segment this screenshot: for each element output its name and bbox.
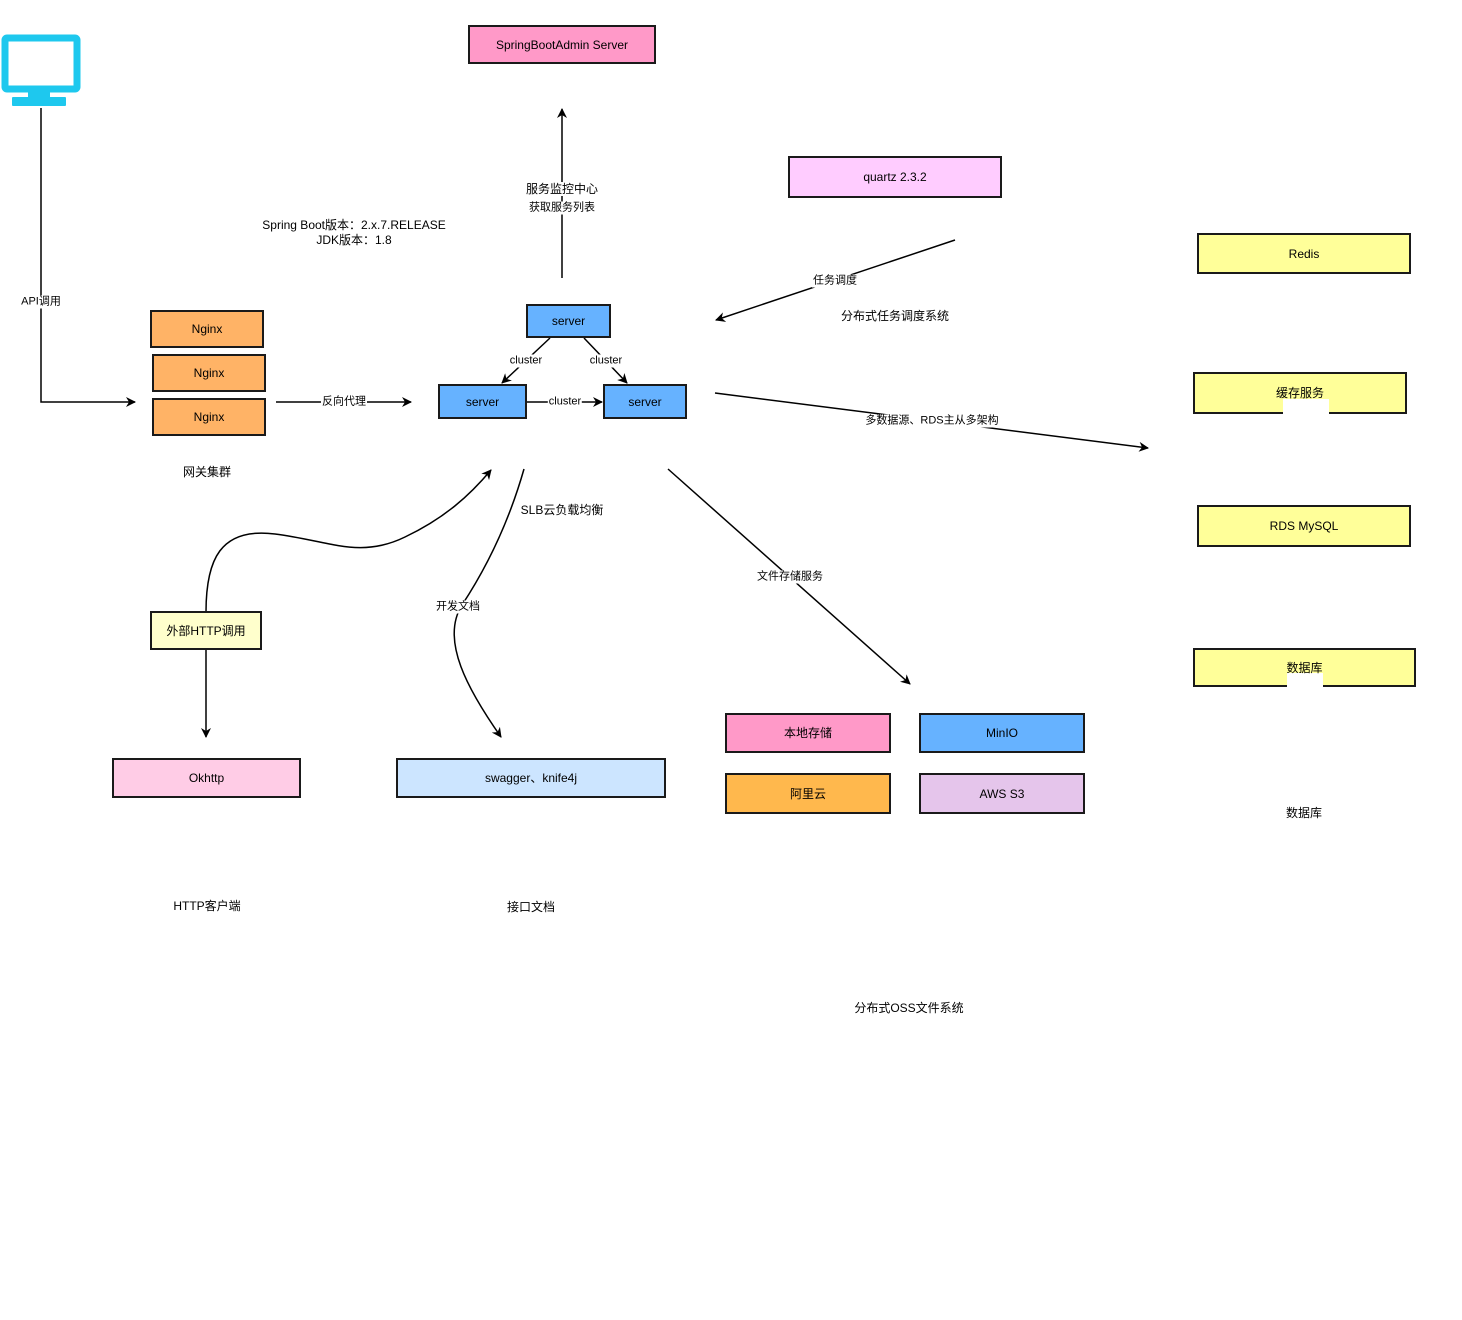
- server-node-left: server: [438, 384, 527, 419]
- aliyun-node: 阿里云: [725, 773, 891, 814]
- database-label: 数据库: [1286, 661, 1323, 675]
- rds-mysql-node: RDS MySQL: [1197, 505, 1411, 547]
- redis-node: Redis: [1197, 233, 1411, 274]
- quartz-node: quartz 2.3.2: [788, 156, 1002, 198]
- swagger-node: swagger、knife4j: [396, 758, 666, 798]
- monitor-center-label-2: 获取服务列表: [528, 201, 596, 215]
- aws-s3-node: AWS S3: [919, 773, 1085, 814]
- local-storage-node: 本地存储: [725, 713, 891, 753]
- springbootadmin-server-node: SpringBootAdmin Server: [468, 25, 656, 64]
- file-storage-edge-label: 文件存储服务: [756, 570, 824, 584]
- gateway-cluster-label: 网关集群: [182, 465, 232, 479]
- minio-node: MinIO: [919, 713, 1085, 753]
- http-call-edge: [205, 469, 492, 613]
- external-http-call-node: 外部HTTP调用: [150, 611, 262, 650]
- oss-system-label: 分布式OSS文件系统: [854, 1001, 964, 1015]
- api-call-edge-label: API调用: [20, 295, 62, 309]
- nginx-node-3: Nginx: [152, 398, 266, 436]
- nginx-node-2: Nginx: [152, 354, 266, 392]
- cache-service-node: 缓存服务: [1193, 372, 1407, 414]
- server-node-right: server: [603, 384, 687, 419]
- api-docs-label: 接口文档: [506, 900, 556, 914]
- cache-service-gap: [1283, 399, 1329, 415]
- cache-service-label: 缓存服务: [1275, 386, 1324, 400]
- cluster-bottom-edge-label: cluster: [547, 395, 583, 409]
- multi-datasource-edge-label: 多数据源、RDS主从多架构: [864, 414, 1000, 428]
- dev-docs-edge-label: 开发文档: [435, 600, 481, 614]
- database-gap: [1287, 673, 1323, 688]
- server-node-top: server: [526, 304, 611, 338]
- nginx-node-1: Nginx: [150, 310, 264, 348]
- slb-label: SLB云负载均衡: [520, 503, 604, 517]
- monitor-center-label-1: 服务监控中心: [524, 182, 600, 196]
- reverse-proxy-edge-label: 反向代理: [321, 395, 367, 409]
- okhttp-node: Okhttp: [112, 758, 301, 798]
- task-schedule-edge-label: 任务调度: [812, 274, 858, 288]
- api-call-edge: [40, 108, 136, 407]
- cluster-right-edge-label: cluster: [588, 354, 624, 368]
- monitor-icon: [1, 34, 81, 106]
- cluster-left-edge-label: cluster: [508, 354, 544, 368]
- spring-boot-version-label: Spring Boot版本：2.x.7.RELEASE: [262, 218, 446, 232]
- database-group-label: 数据库: [1285, 806, 1323, 820]
- http-client-label: HTTP客户端: [173, 899, 241, 913]
- scheduler-system-label: 分布式任务调度系统: [840, 309, 950, 323]
- jdk-version-label: JDK版本：1.8: [316, 233, 392, 247]
